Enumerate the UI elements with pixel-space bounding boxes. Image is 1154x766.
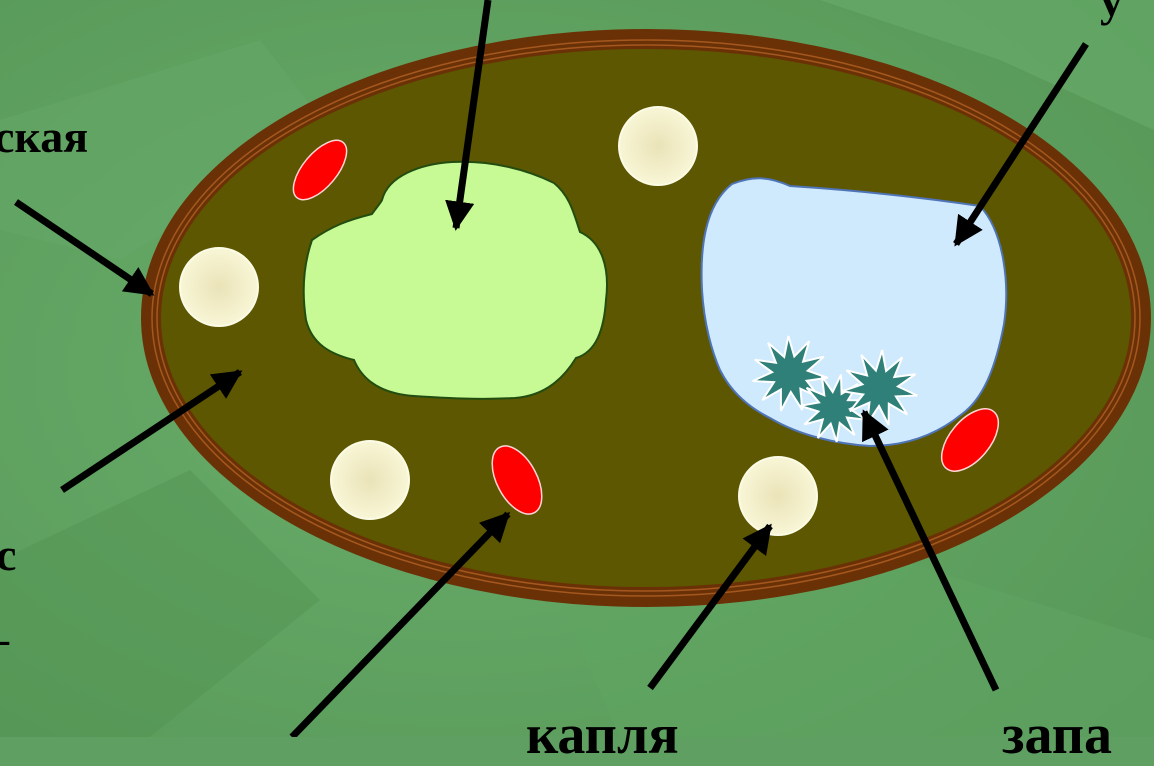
- label-cytoplasm: с: [0, 532, 16, 578]
- fat-droplet: [739, 457, 817, 535]
- fat-droplet: [180, 248, 258, 326]
- label-reserve: запа: [1002, 707, 1112, 763]
- fat-droplet: [619, 107, 697, 185]
- fat-droplet: [331, 441, 409, 519]
- cell-diagram: [0, 0, 1154, 737]
- label-top-right: у: [1100, 0, 1123, 24]
- label-membrane: ская: [0, 114, 88, 160]
- label-fat-droplet: капля: [526, 707, 679, 763]
- label-cytoplasm-tail: –: [0, 616, 9, 662]
